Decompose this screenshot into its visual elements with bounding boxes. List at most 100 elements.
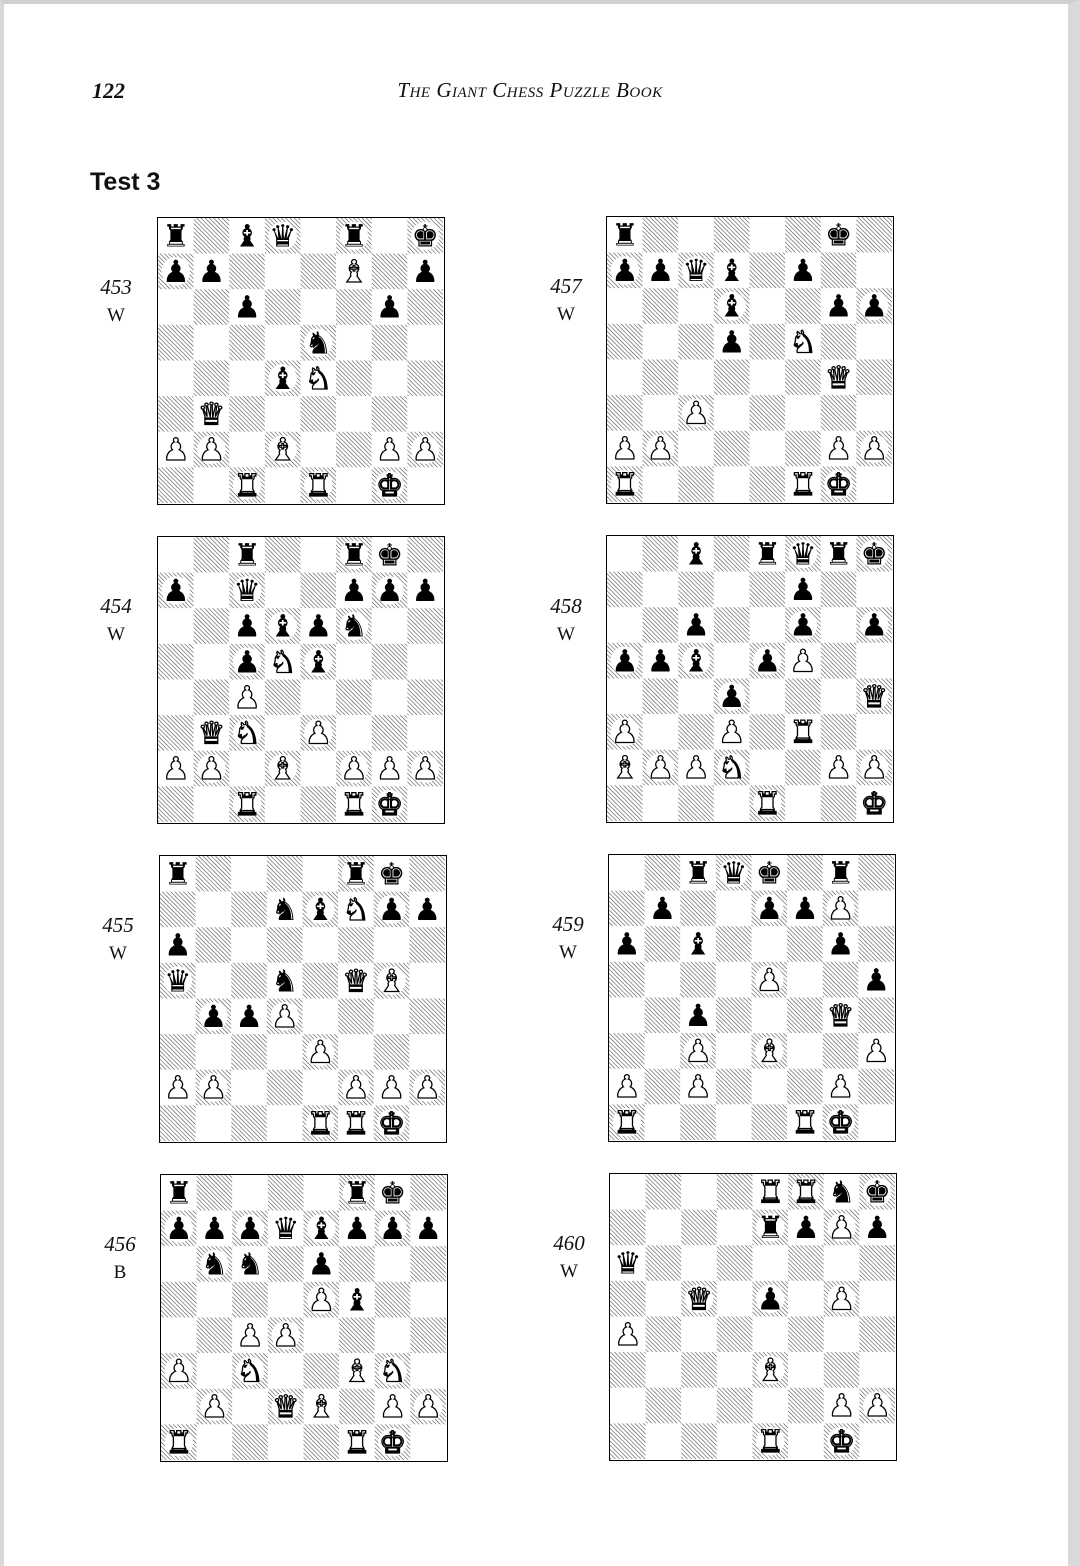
dark-square [822, 1033, 859, 1069]
piece-backdrop [410, 435, 440, 464]
light-square [161, 1175, 197, 1211]
piece-backdrop [164, 1214, 194, 1243]
light-square [300, 289, 337, 325]
light-square [716, 1352, 753, 1388]
light-square [193, 396, 230, 432]
piece-backdrop [270, 1002, 299, 1031]
white-king-icon: ♚ [825, 468, 852, 502]
piece-backdrop [826, 1107, 855, 1137]
dark-square [716, 1174, 753, 1210]
black-pawn-icon: ♟ [200, 1000, 227, 1035]
black-king-icon: ♚ [378, 857, 405, 892]
piece-backdrop [377, 966, 406, 995]
piece-backdrop [197, 754, 226, 783]
light-square [266, 891, 303, 928]
light-square [158, 750, 194, 787]
piece-backdrop [339, 540, 369, 570]
white-pawn-icon: ♟ [682, 751, 709, 786]
white-pawn-icon: ♟ [305, 717, 332, 752]
light-square [610, 1174, 646, 1210]
black-pawn-icon: ♟ [162, 255, 189, 290]
light-square [749, 749, 786, 786]
white-pawn-icon: ♟ [233, 681, 260, 716]
light-square [752, 1316, 789, 1353]
light-square [336, 643, 372, 680]
white-pawn-icon: ♟ [860, 432, 887, 467]
light-square [407, 396, 443, 432]
dark-square [193, 360, 230, 397]
dark-square [820, 571, 857, 608]
side-to-move: W [557, 624, 575, 645]
dark-square [373, 1034, 410, 1070]
black-rook-icon: ♜ [164, 857, 191, 892]
piece-backdrop [164, 1356, 194, 1386]
white-pawn-icon: ♟ [828, 1389, 855, 1424]
dark-square [681, 1352, 717, 1388]
black-rook-icon: ♜ [825, 537, 852, 572]
light-square [158, 360, 194, 397]
piece-backdrop [412, 1073, 442, 1102]
piece-backdrop [341, 1073, 371, 1102]
dark-square [371, 324, 408, 361]
light-square [749, 359, 786, 396]
dark-square [232, 1281, 268, 1318]
light-square [642, 642, 679, 679]
black-rook-icon: ♜ [611, 218, 638, 253]
light-square [716, 1423, 753, 1459]
light-square [785, 252, 821, 289]
light-square [303, 1246, 340, 1282]
white-pawn-icon: ♟ [411, 433, 438, 468]
dark-square [610, 1352, 646, 1388]
light-square [822, 997, 859, 1034]
black-pawn-icon: ♟ [414, 1212, 441, 1247]
side-to-move: W [107, 305, 125, 326]
light-square [267, 1353, 304, 1389]
light-square [607, 607, 643, 643]
white-pawn-icon: ♟ [756, 963, 783, 998]
dark-square [678, 785, 714, 821]
black-pawn-icon: ♟ [789, 573, 816, 608]
dark-square [161, 1281, 197, 1318]
black-rook-icon: ♜ [757, 1211, 784, 1246]
piece-backdrop [197, 435, 226, 464]
dark-square [371, 643, 408, 680]
dark-square [751, 1104, 788, 1140]
black-bishop-icon: ♝ [682, 537, 709, 572]
black-king-icon: ♚ [379, 1176, 406, 1211]
piece-backdrop [410, 221, 440, 251]
black-pawn-icon: ♟ [233, 645, 260, 680]
running-head: The Giant Chess Puzzle Book [397, 78, 663, 102]
light-square [607, 217, 643, 253]
white-pawn-icon: ♟ [198, 433, 225, 468]
light-square [300, 608, 337, 644]
light-square [232, 1246, 268, 1282]
dark-square [300, 253, 337, 290]
black-pawn-icon: ♟ [611, 254, 638, 289]
white-pawn-icon: ♟ [682, 397, 709, 432]
dark-square [856, 217, 892, 253]
light-square [339, 1424, 375, 1460]
white-rook-icon: ♜ [757, 1175, 784, 1210]
piece-backdrop [304, 647, 333, 676]
white-bishop-icon: ♝ [756, 1035, 783, 1070]
light-square [713, 642, 750, 679]
piece-backdrop [378, 1427, 407, 1457]
white-pawn-icon: ♟ [827, 892, 854, 927]
dark-square [678, 323, 714, 360]
piece-backdrop [756, 1426, 785, 1456]
light-square [266, 1105, 303, 1141]
light-square [820, 217, 857, 253]
piece-backdrop [307, 1214, 336, 1243]
board-diagram: ♜♛♚♜♟♟♟♟♟♝♟♟♟♟♛♟♝♟♟♟♟♜♜♚ [609, 855, 894, 1140]
dark-square [609, 961, 645, 998]
white-pawn-icon: ♟ [165, 1355, 192, 1390]
dark-square [858, 1068, 894, 1105]
white-pawn-icon: ♟ [200, 1071, 227, 1106]
white-pawn-icon: ♟ [201, 1390, 228, 1425]
light-square [859, 1352, 895, 1388]
light-square [751, 1068, 788, 1105]
white-pawn-icon: ♟ [647, 751, 674, 786]
light-square [300, 537, 337, 573]
light-square [749, 678, 786, 715]
dark-square [231, 1105, 267, 1141]
